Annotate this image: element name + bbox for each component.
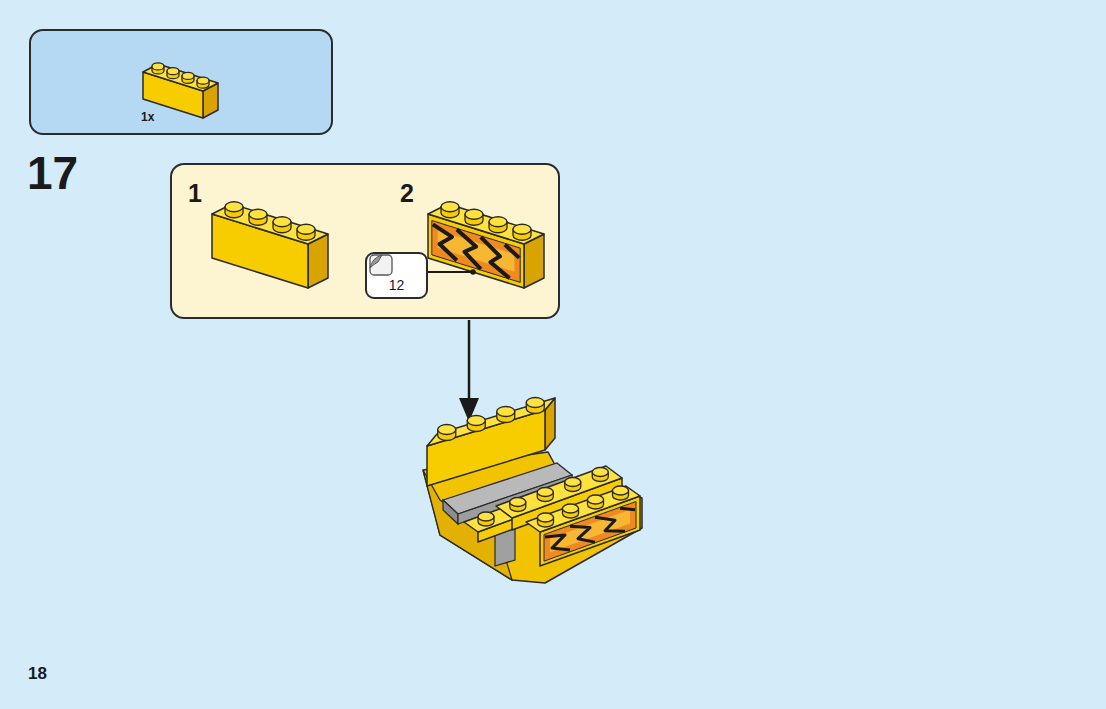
step-number: 17	[27, 146, 78, 200]
substep-number: 2	[400, 179, 414, 208]
part-count: 1x	[141, 110, 154, 124]
sticker-callout: 12	[365, 252, 428, 299]
step-arrow	[459, 320, 479, 422]
parts-panel: 1x	[29, 29, 333, 135]
model-assembly	[423, 398, 642, 584]
substep-number: 1	[188, 179, 202, 208]
sticker-number: 12	[367, 277, 426, 293]
page-number: 18	[28, 664, 47, 684]
substep-panel: 1212	[170, 163, 560, 319]
